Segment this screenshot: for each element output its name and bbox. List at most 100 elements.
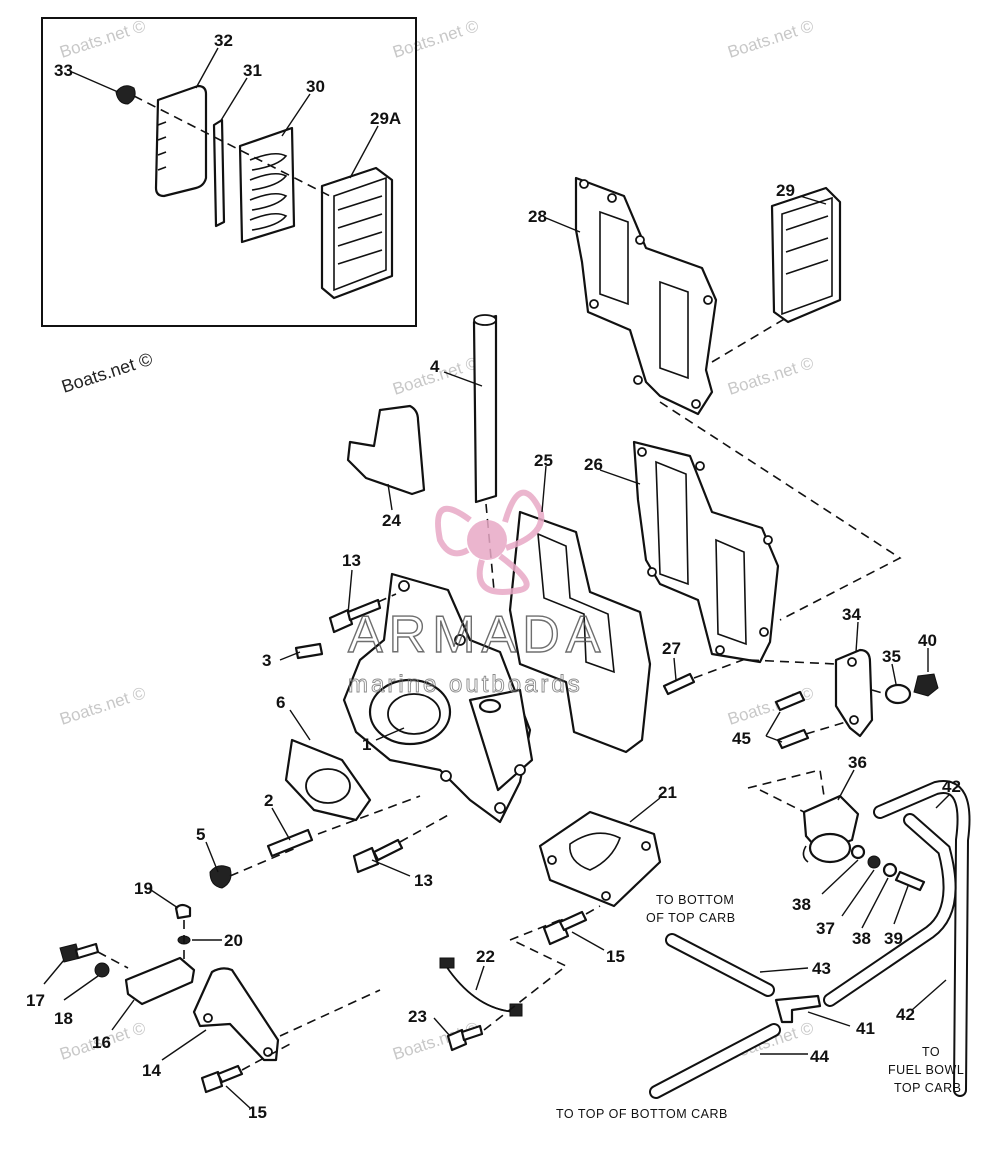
assembly-line (749, 659, 887, 735)
stud-3 (294, 642, 324, 660)
screws-45 (774, 690, 810, 750)
callout-4: 4 (430, 357, 440, 376)
callout-38-right: 38 (852, 929, 871, 948)
watermark-text: Boats.net © (57, 683, 148, 729)
gasket-25 (508, 510, 652, 754)
callout-42-bottom: 42 (896, 1005, 915, 1024)
gasket-26 (632, 440, 780, 664)
logo-wordmark: ARMADA (348, 606, 606, 664)
hose-44 (649, 1023, 781, 1099)
callout-42-top: 42 (942, 777, 961, 796)
assembly-line (229, 795, 421, 877)
watermark-text-dark: Boats.net © (59, 349, 155, 397)
intake-manifold-1 (342, 572, 534, 824)
callout-22: 22 (476, 947, 495, 966)
callout-24: 24 (382, 511, 401, 530)
washer-35 (884, 683, 912, 705)
gasket-28 (574, 176, 718, 416)
leader-lines (43, 47, 951, 1109)
callout-18: 18 (54, 1009, 73, 1028)
callout-15-right: 15 (606, 947, 625, 966)
callout-29: 29 (776, 181, 795, 200)
assembly-line (747, 769, 825, 813)
bolt-13-lower (352, 838, 404, 874)
callout-17: 17 (26, 991, 45, 1010)
callout-39: 39 (884, 929, 903, 948)
bolt-15-left (200, 1064, 244, 1094)
assembly-line (377, 593, 451, 843)
callout-34: 34 (842, 605, 861, 624)
note-to-bottom-line1: TO BOTTOM (656, 893, 734, 907)
hose-43 (665, 933, 775, 997)
reed-stop-32 (154, 84, 208, 198)
assembly-line (509, 905, 601, 941)
callout-3: 3 (262, 651, 271, 670)
callout-38-left: 38 (792, 895, 811, 914)
reed-spacer-31 (212, 118, 226, 228)
callout-28: 28 (528, 207, 547, 226)
callout-16: 16 (92, 1033, 111, 1052)
watermark-text: Boats.net © (725, 683, 816, 729)
nut-5 (209, 865, 232, 889)
bolt-27 (662, 672, 696, 696)
propeller-logo-icon (435, 489, 545, 595)
callout-19: 19 (134, 879, 153, 898)
clamp-22 (439, 957, 523, 1017)
adapter-21 (538, 810, 662, 908)
washer-37 (867, 855, 881, 869)
bracket-14 (192, 967, 280, 1062)
inset-assembly-line (133, 95, 331, 197)
assembly-line (659, 401, 902, 621)
callout-27: 27 (662, 639, 681, 658)
bolt-15-right (542, 910, 588, 946)
callout-6: 6 (276, 693, 285, 712)
hose-42 (823, 780, 971, 1097)
callout-21: 21 (658, 783, 677, 802)
callout-31: 31 (243, 61, 262, 80)
notes: TO BOTTOM OF TOP CARB TO FUEL BOWL TOP C… (556, 893, 964, 1121)
watermark-text: Boats.net © (390, 1018, 481, 1064)
callout-30: 30 (306, 77, 325, 96)
callout-43: 43 (812, 959, 831, 978)
callout-33: 33 (54, 61, 73, 80)
reed-petal-30 (238, 126, 296, 244)
assembly-line (97, 920, 381, 1071)
callout-29a: 29A (370, 109, 401, 128)
fitting-41 (774, 994, 822, 1024)
gasket-6 (284, 738, 372, 822)
callout-15-left: 15 (248, 1103, 267, 1122)
callout-32: 32 (214, 31, 233, 50)
callout-37: 37 (816, 919, 835, 938)
reed-block-29 (770, 186, 842, 324)
watermark-text: Boats.net © (57, 16, 148, 62)
note-to-bottom-line2: OF TOP CARB (646, 911, 736, 925)
fuel-tube-4 (472, 314, 498, 504)
screw-17-shank (74, 942, 100, 960)
nut-40 (913, 673, 939, 697)
screw-39 (894, 870, 926, 892)
reed-block-29a (320, 166, 394, 300)
note-to-fuel-line1: TO (922, 1045, 940, 1059)
callout-25: 25 (534, 451, 553, 470)
callout-26: 26 (584, 455, 603, 474)
assembly-line (711, 317, 787, 363)
callout-numbers: 33 32 31 30 29A 28 29 4 24 25 26 13 3 6 … (26, 31, 961, 1122)
watermark-text: Boats.net © (390, 16, 481, 62)
callout-35: 35 (882, 647, 901, 666)
callout-23: 23 (408, 1007, 427, 1026)
stud-2 (266, 828, 314, 858)
callout-14: 14 (142, 1061, 161, 1080)
note-to-fuel-line3: TOP CARB (894, 1081, 961, 1095)
washer-38 (850, 844, 866, 860)
armada-logo: ARMADA marine outboards (347, 489, 606, 698)
bracket-34 (834, 648, 874, 738)
reed-screw-33 (115, 85, 136, 105)
washer-18 (94, 962, 110, 978)
watermark-text: Boats.net © (725, 16, 816, 62)
note-to-fuel-line2: FUEL BOWL (888, 1063, 964, 1077)
inset-frame (41, 17, 417, 327)
bolt-13-upper (328, 598, 382, 634)
callout-13-lower: 13 (414, 871, 433, 890)
callout-45: 45 (732, 729, 751, 748)
